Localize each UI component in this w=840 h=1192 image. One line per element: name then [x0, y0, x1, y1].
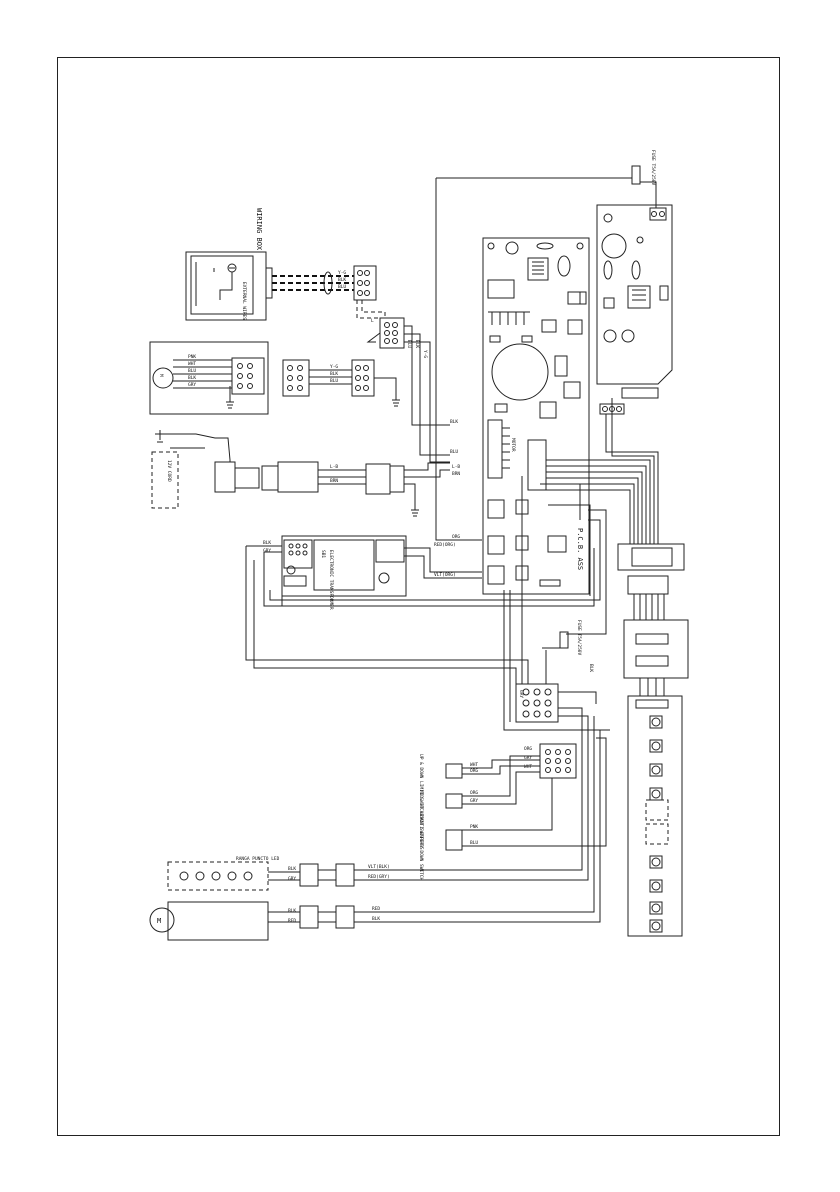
limit-switch-2: ORG GRY MID. HT LIMIT SWITCHES — [418, 755, 540, 850]
wire-label-blk-6: BLK — [263, 540, 271, 546]
wire-label-gry-6: GRY — [288, 876, 296, 882]
motor-header-label: MOTOR — [510, 438, 516, 452]
wire-label-blu-2: BLU — [406, 340, 412, 348]
wire-label-blk: BLK — [338, 277, 346, 283]
wire-label-lb: L-B — [330, 464, 338, 470]
connector-2: L — [371, 317, 405, 349]
wire-label-blu-5: BLU — [450, 449, 458, 455]
led-strip-label: RANGA PUNCTO LED — [236, 856, 280, 862]
wiring-box-label: WIRING BOX — [255, 208, 263, 251]
wire-label-gry: GRY — [188, 382, 196, 388]
wire-label-org: ORG — [452, 534, 460, 540]
wire-label-wht: WHT — [188, 361, 196, 367]
wire-label-pnk-2: PNK — [470, 824, 478, 830]
lamp-motor-symbol: M — [157, 917, 161, 925]
cord-block: 12V CORD — [151, 430, 260, 509]
power-pcb — [596, 204, 673, 415]
svg-text:L: L — [371, 318, 374, 324]
safety-switch-label: ANTI SAFETY DOWN SWITCH — [418, 818, 424, 881]
wire-label-blk-5: BLK — [450, 419, 458, 425]
wiring-box: EXTERNAL WIRES WIRING BOX — [185, 208, 267, 321]
control-module — [623, 619, 689, 696]
wire-label-gry-5: GRY — [470, 798, 478, 804]
cable-gland — [265, 267, 273, 299]
wire-label-gry-2: GRY — [263, 548, 271, 554]
limit-switch-1: WHT ORG UP & DOWN LIMIT SWITCHES — [418, 754, 540, 819]
fuse-mid-label: FUSE T5A/250V — [576, 620, 582, 656]
wire-label-gry-3: GRY — [518, 690, 524, 698]
wire-label-blk-7: BLK — [588, 664, 594, 672]
wire-label-blk-2: BLK — [414, 340, 420, 348]
wire-label-vlt-org: VLT(ORG) — [434, 572, 456, 578]
ribbon-cable — [546, 398, 685, 620]
transformer-label: ELECTRONIC TRANSFORMER — [328, 550, 334, 610]
wire-label-pnk: PNK — [188, 354, 196, 360]
wire-label-org-4: ORG — [470, 790, 478, 796]
wire-label-gry-4: GRY — [524, 755, 532, 761]
wire-label-red-gry: RED(GRY) — [368, 874, 390, 880]
wire-label-red-2: RED — [372, 906, 380, 912]
wire-label-lb-2: L-B — [452, 464, 460, 470]
wire-label-wht-2: WHT — [524, 764, 532, 770]
wire-label-yg-3: Y-G — [330, 364, 338, 370]
wire-label-blu-6: BLU — [470, 840, 478, 846]
external-wires-label: EXTERNAL WIRES — [241, 282, 247, 320]
cord-label: 12V CORD — [166, 460, 172, 482]
wire-label-blu-4: BLU — [330, 378, 338, 384]
motor-panel: M PNK WHT BLU BLK GRY — [149, 341, 269, 415]
fuse-top — [631, 165, 641, 185]
connector-mid — [515, 683, 559, 723]
fuse-mid — [559, 631, 569, 649]
svg-text:M: M — [158, 374, 164, 377]
connector-top — [353, 265, 377, 301]
wire-label-red-org: RED(ORG) — [434, 542, 456, 548]
transformer-code: SB1 — [320, 550, 326, 558]
led-strip: RANGA PUNCTO LED — [167, 856, 280, 891]
safety-switch: PNK BLU ANTI SAFETY DOWN SWITCH — [418, 737, 607, 881]
wire-label-blk-8: BLK — [288, 866, 296, 872]
wire-label-org-2: ORG — [524, 746, 532, 752]
pcb-label: P.C.B. ASS — [576, 528, 584, 570]
connector-switch — [539, 743, 577, 779]
wire-label-blk-3: BLK — [188, 375, 196, 381]
main-pcb: MOTOR P.C.B. ASS — [482, 237, 590, 595]
wire-label-blk-10: BLK — [372, 916, 380, 922]
wire-label-blu: BLU — [338, 284, 346, 290]
wire-label-brn: BRN — [330, 478, 338, 484]
wire-label-yg: Y-G — [338, 270, 346, 276]
wire-label-red: RED — [288, 918, 296, 924]
diagram-frame — [57, 57, 780, 1136]
wire-label-blk-9: BLK — [288, 908, 296, 914]
wire-label-brn-2: BRN — [452, 471, 460, 477]
wire-label-blk-4: BLK — [330, 371, 338, 377]
lamp-motor: M — [149, 901, 269, 941]
connector-pair: Y-G BLK BLU — [282, 359, 375, 397]
fuse-top-label: FUSE T5A/250V — [650, 150, 656, 186]
plug-body: L-B BRN L-B BRN — [261, 461, 460, 517]
transformer: ELECTRONIC TRANSFORMER SB1 — [281, 535, 407, 610]
limit-switch-1-label: UP & DOWN LIMIT SWITCHES — [418, 754, 424, 819]
wire-label-wht-3: WHT — [470, 762, 478, 768]
limit-switch-2-label: MID. HT LIMIT SWITCHES — [418, 790, 424, 850]
wire-label-org-3: ORG — [470, 768, 478, 774]
wire-label-vlt-blk: VLT(BLK) — [368, 864, 390, 870]
wire-label-yg-2: Y-G — [422, 350, 428, 358]
wire-label-blu-3: BLU — [188, 368, 196, 374]
keypad-panel — [627, 695, 683, 937]
